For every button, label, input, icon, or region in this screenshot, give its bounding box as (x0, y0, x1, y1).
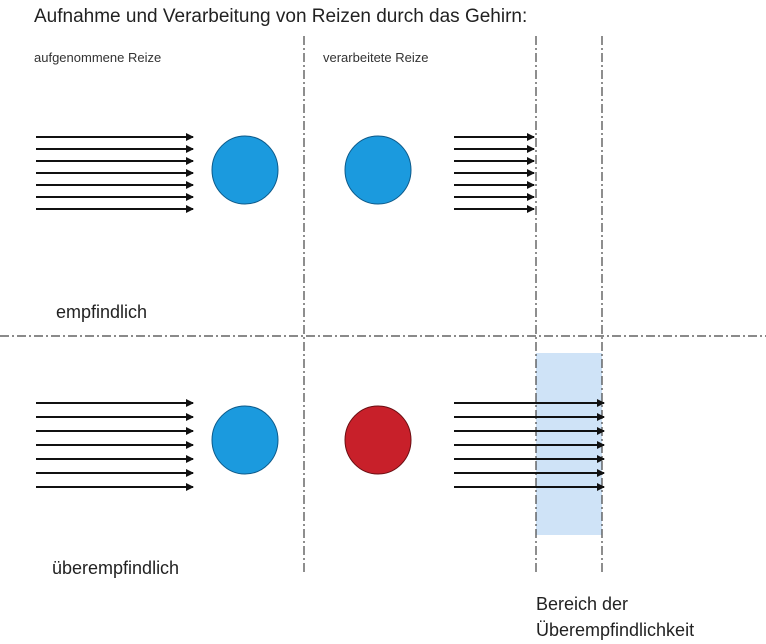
row-label-sensitive: empfindlich (56, 302, 147, 322)
brain-circle-bottom-right-overloaded (344, 405, 412, 475)
column-label-processed: verarbeitete Reize (323, 50, 429, 65)
column-label-received: aufgenommene Reize (34, 50, 161, 65)
region-label-line1: Bereich der (536, 594, 628, 614)
brain-circle-top-right (344, 135, 412, 205)
brain-circle-top-left (211, 135, 279, 205)
brain-circle-bottom-left (211, 405, 279, 475)
region-label-line2: Überempfindlichkeit (536, 620, 694, 640)
row-label-hypersensitive: überempfindlich (52, 558, 179, 578)
diagram-title: Aufnahme und Verarbeitung von Reizen dur… (34, 6, 527, 27)
